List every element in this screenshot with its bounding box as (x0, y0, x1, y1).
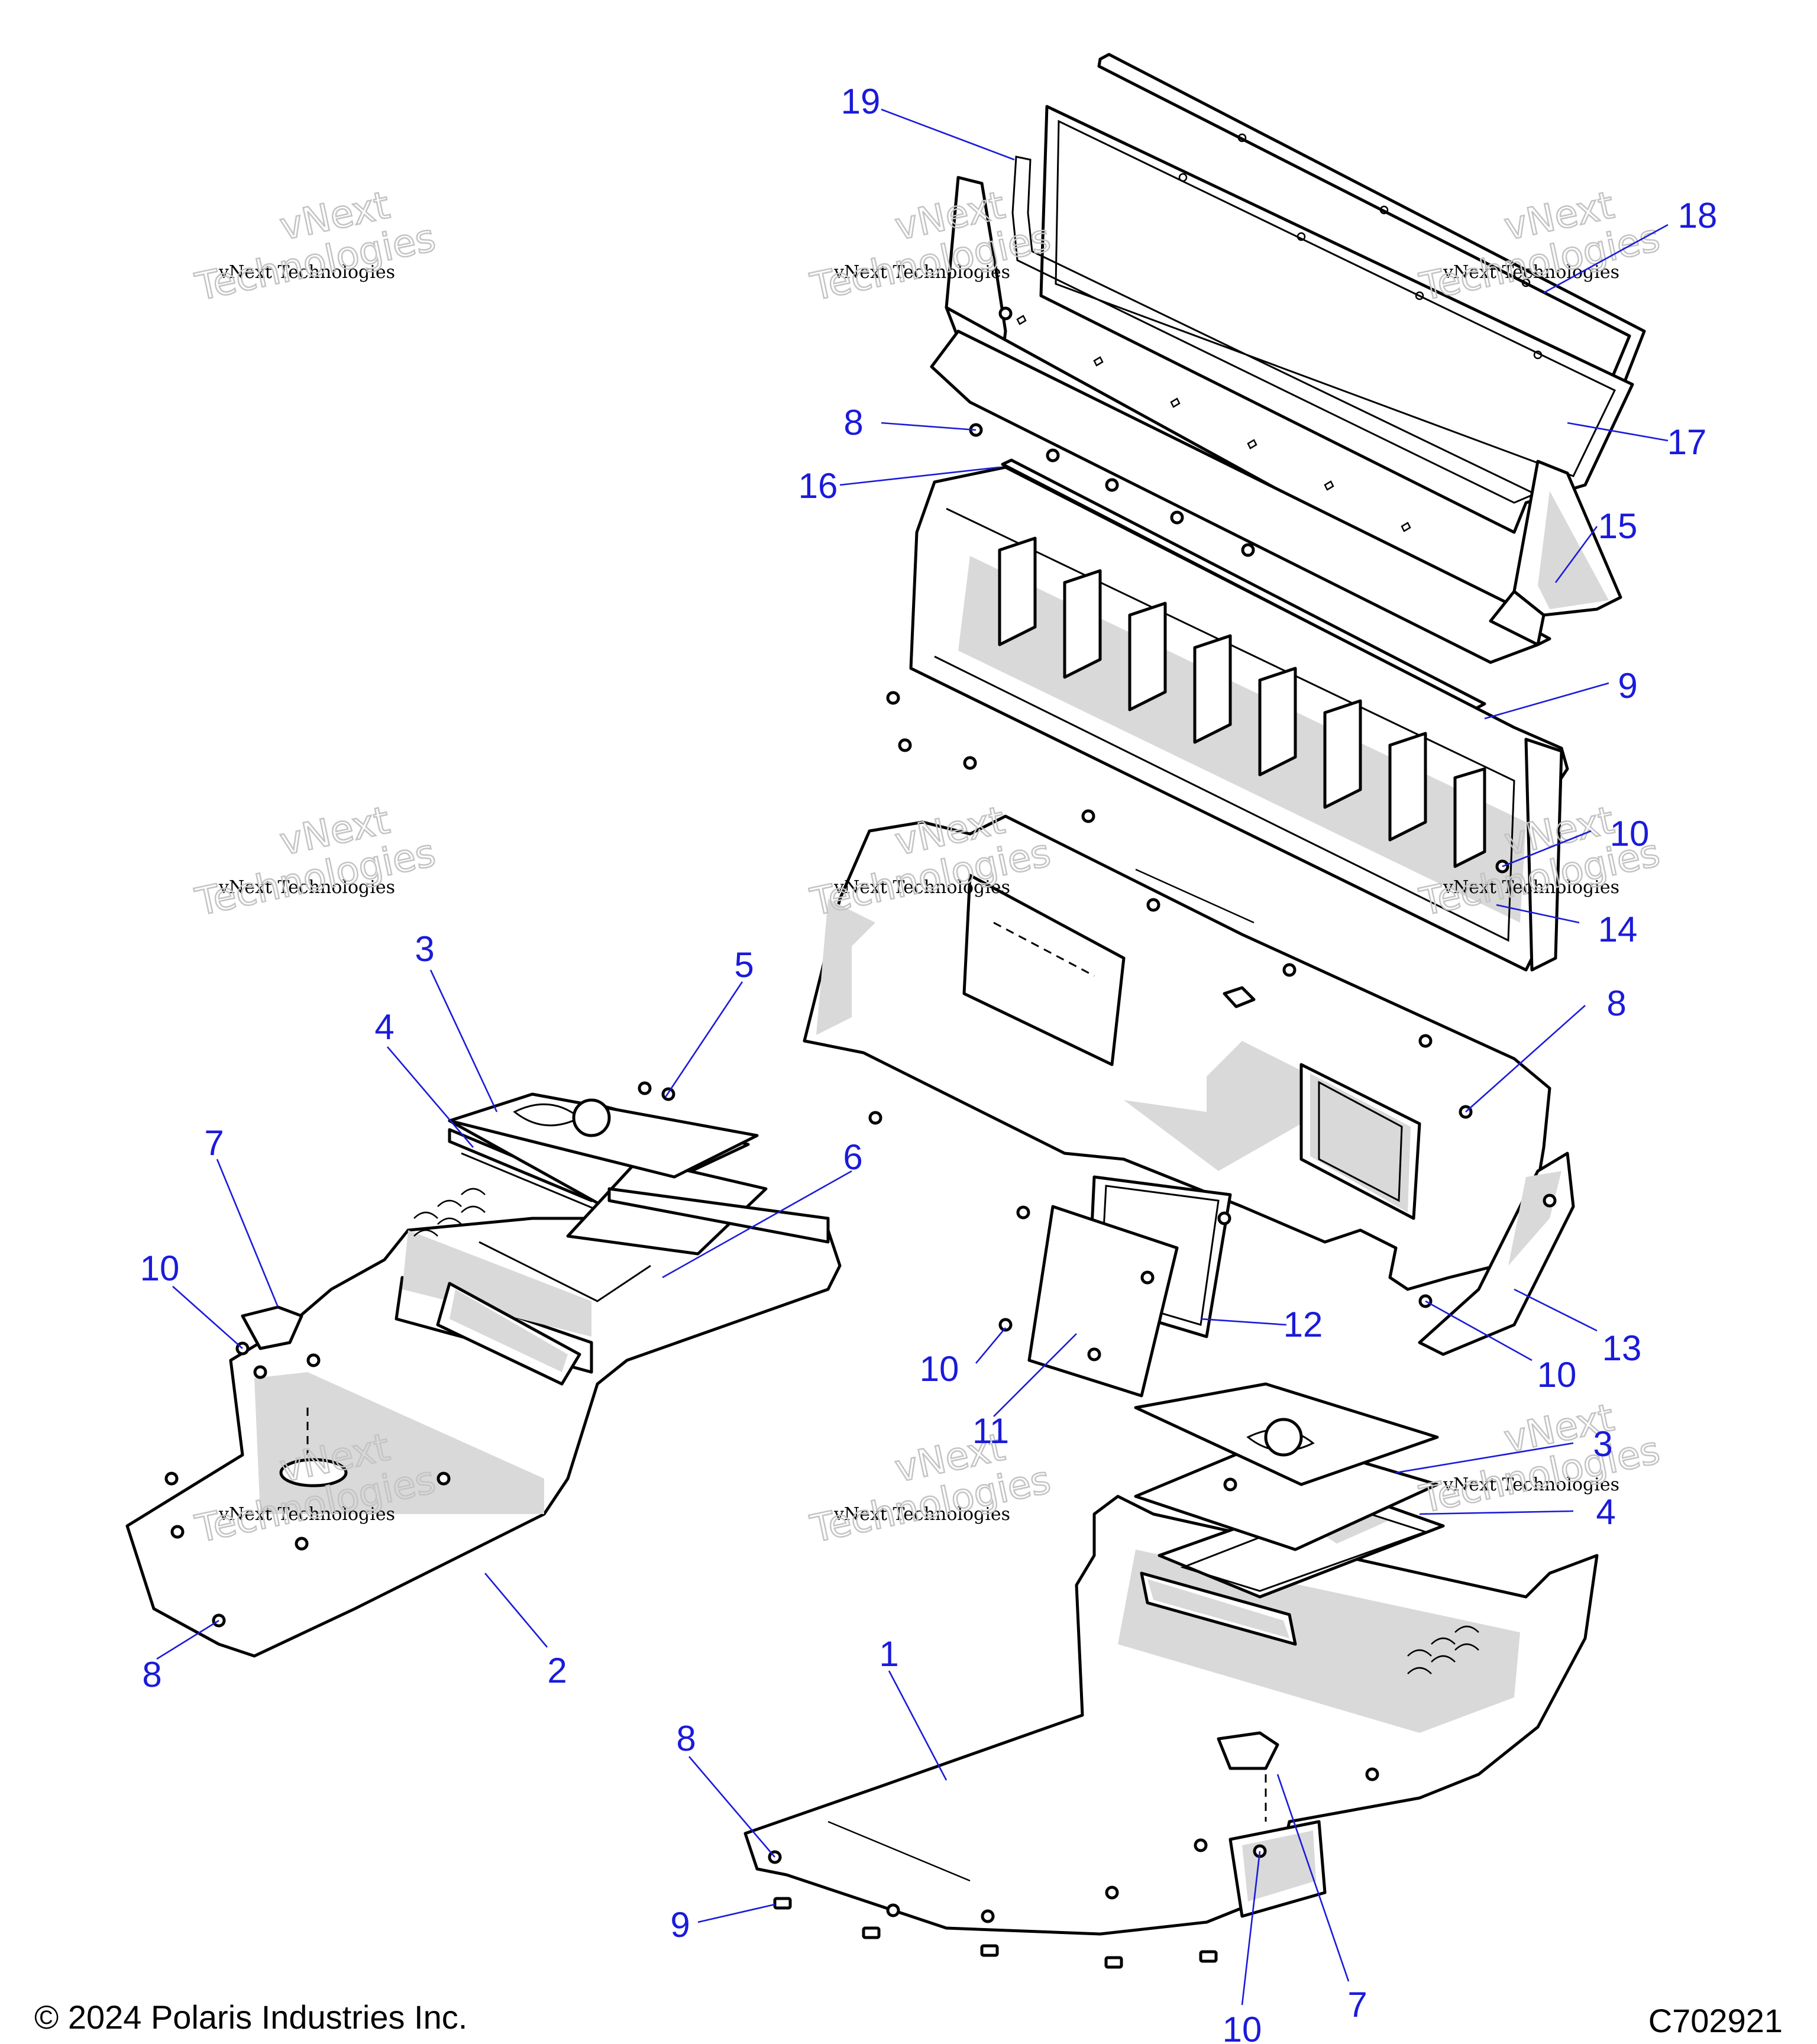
part-17-rear-panel (1039, 105, 1634, 534)
callout-8-right: 8 (1606, 984, 1626, 1023)
svg-text:vNext Technologies: vNext Technologies (218, 877, 395, 898)
callout-16: 16 (798, 466, 838, 506)
left-floor-assembly (125, 1092, 842, 1658)
callout-5: 5 (734, 945, 754, 985)
svg-text:vNext Technologies: vNext Technologies (218, 1504, 395, 1525)
callout-labels: 19 18 8 17 16 15 9 10 14 8 3 5 4 7 6 10 … (140, 82, 1718, 2044)
fasteners (164, 306, 1557, 1923)
part-15-bulkhead (930, 176, 1622, 664)
callout-13: 13 (1602, 1328, 1642, 1368)
leader-lines (156, 108, 1669, 2006)
svg-text:vNext Technologies: vNext Technologies (218, 262, 395, 283)
svg-text:vNext Technologies: vNext Technologies (833, 262, 1010, 283)
callout-9-right: 9 (1618, 666, 1637, 706)
callout-10-panel: 10 (920, 1349, 959, 1389)
callout-8-top: 8 (843, 403, 863, 442)
copyright-notice: © 2024 Polaris Industries Inc. (34, 1998, 468, 2036)
callout-7-right: 7 (1347, 1985, 1367, 2024)
callout-18: 18 (1678, 196, 1718, 235)
drawing-number: C702921 (1648, 2002, 1783, 2039)
callout-8-left: 8 (142, 1655, 161, 1694)
callout-17: 17 (1667, 422, 1707, 462)
callout-14: 14 (1598, 910, 1638, 949)
callout-1: 1 (879, 1634, 898, 1674)
callout-4-right: 4 (1596, 1492, 1615, 1532)
callout-10-lower-right: 10 (1537, 1355, 1577, 1395)
callout-10-right: 10 (1610, 814, 1650, 853)
right-floor-assembly (743, 1382, 1599, 1969)
callout-10-bottom: 10 (1223, 2010, 1262, 2044)
part-14-cargo-wall (909, 465, 1569, 972)
svg-text:vNext Technologies: vNext Technologies (1443, 262, 1619, 283)
callout-19: 19 (841, 82, 881, 121)
part-11-12-access-panel (1027, 1175, 1232, 1398)
callout-6: 6 (843, 1137, 862, 1177)
callout-4-left: 4 (374, 1007, 394, 1047)
svg-text:vNext Technologies: vNext Technologies (833, 1504, 1010, 1525)
callout-9-bottom: 9 (670, 1905, 690, 1945)
callout-3-left: 3 (415, 929, 434, 969)
svg-text:vNext Technologies: vNext Technologies (833, 877, 1010, 898)
callout-11: 11 (972, 1411, 1009, 1451)
callout-2: 2 (547, 1651, 567, 1690)
part-13-lower-bulkhead (803, 814, 1575, 1356)
callout-10-left: 10 (140, 1249, 180, 1288)
callout-15: 15 (1598, 506, 1638, 546)
callout-12: 12 (1283, 1305, 1323, 1344)
svg-text:vNext Technologies: vNext Technologies (1443, 1474, 1619, 1495)
callout-3-right: 3 (1593, 1424, 1612, 1464)
svg-text:vNext Technologies: vNext Technologies (1443, 877, 1619, 898)
callout-7-left: 7 (204, 1123, 224, 1163)
callout-8-bottom: 8 (676, 1719, 696, 1758)
